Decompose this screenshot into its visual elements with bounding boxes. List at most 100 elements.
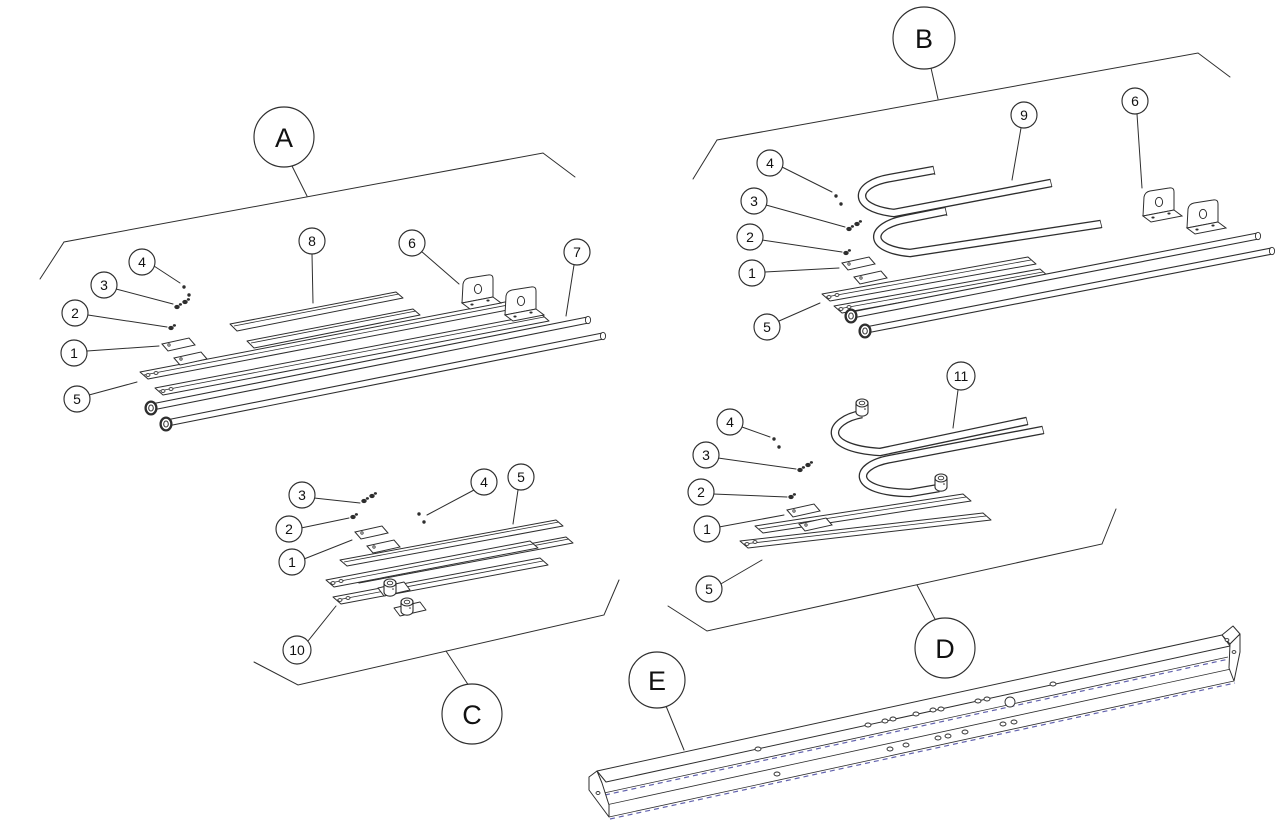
leader-d1 — [718, 514, 785, 528]
leader-a2 — [87, 314, 168, 328]
hook-connector-cap — [934, 473, 948, 492]
callout-c-3[interactable]: 3 — [288, 481, 316, 509]
svg-text:11: 11 — [954, 368, 969, 384]
callout-a-2[interactable]: 2 — [61, 299, 89, 327]
callout-d-1[interactable]: 1 — [693, 515, 721, 543]
leader-d5 — [718, 559, 763, 586]
leader-b2 — [761, 239, 843, 253]
section-c-letter: C — [462, 700, 482, 730]
section-c-leader — [445, 650, 470, 687]
leader-c2 — [300, 517, 350, 529]
tube-end-cap — [159, 416, 173, 432]
callout-b-3[interactable]: 3 — [740, 187, 768, 215]
tubes-7 — [144, 315, 607, 432]
leader-b4 — [781, 166, 833, 193]
section-a-boundary — [39, 152, 576, 280]
callout-d-3[interactable]: 3 — [692, 441, 720, 469]
section-a-leader — [291, 165, 308, 197]
rail-holes-upper — [754, 681, 1057, 752]
leader-a8 — [311, 253, 314, 304]
callout-c-5[interactable]: 5 — [507, 463, 535, 491]
svg-text:7: 7 — [573, 244, 581, 260]
callout-b-6[interactable]: 6 — [1121, 87, 1149, 115]
svg-text:4: 4 — [766, 155, 774, 171]
pins-4 — [772, 437, 781, 449]
section-b-leader — [930, 67, 939, 100]
svg-text:3: 3 — [298, 487, 306, 503]
leader-c4 — [426, 489, 475, 516]
section-b: B — [692, 6, 1276, 341]
leader-a7 — [565, 264, 575, 317]
screw-2 — [843, 249, 851, 256]
svg-text:8: 8 — [308, 233, 316, 249]
leader-d4 — [741, 426, 771, 438]
plates-1 — [354, 525, 401, 554]
leader-a6 — [420, 250, 460, 285]
svg-text:5: 5 — [517, 469, 525, 485]
pins-4 — [182, 285, 191, 297]
section-d-boundary — [667, 508, 1117, 632]
callout-a-4[interactable]: 4 — [128, 248, 156, 276]
section-b-boundary — [692, 52, 1231, 180]
tubes — [844, 231, 1276, 339]
section-label-d[interactable]: D — [914, 617, 976, 679]
svg-text:3: 3 — [100, 277, 108, 293]
leader-a5 — [88, 381, 138, 396]
callout-d-11[interactable]: 11 — [946, 361, 976, 391]
screw-2 — [168, 324, 176, 331]
screws-3 — [797, 461, 813, 472]
pins-4 — [834, 194, 843, 206]
section-c-boundary — [253, 579, 620, 686]
callout-b-1[interactable]: 1 — [738, 259, 766, 287]
leader-c5 — [512, 489, 519, 525]
callout-a-7[interactable]: 7 — [563, 238, 591, 266]
section-label-a[interactable]: A — [253, 106, 315, 168]
screw-2 — [350, 513, 358, 520]
svg-text:4: 4 — [480, 474, 488, 490]
leader-a1 — [86, 345, 160, 352]
callout-b-4[interactable]: 4 — [756, 149, 784, 177]
section-e-leader — [665, 705, 685, 751]
callout-c-10[interactable]: 10 — [282, 635, 312, 665]
svg-text:2: 2 — [285, 521, 293, 537]
section-label-e[interactable]: E — [628, 651, 686, 709]
svg-text:2: 2 — [697, 484, 705, 500]
callout-b-9[interactable]: 9 — [1010, 101, 1038, 129]
callout-b-2[interactable]: 2 — [736, 223, 764, 251]
section-d-letter: D — [935, 634, 955, 664]
section-b-letter: B — [915, 24, 933, 54]
svg-text:3: 3 — [702, 447, 710, 463]
section-label-b-highlighted[interactable]: B — [892, 6, 956, 70]
callout-c-1[interactable]: 1 — [278, 548, 306, 576]
leader-a4 — [153, 265, 181, 284]
callout-a-3[interactable]: 3 — [90, 271, 118, 299]
callout-a-6[interactable]: 6 — [398, 229, 426, 257]
callout-b-5[interactable]: 5 — [753, 313, 781, 341]
plates-1 — [161, 337, 208, 366]
svg-text:4: 4 — [726, 414, 734, 430]
callout-d-5[interactable]: 5 — [695, 575, 723, 603]
leader-d2 — [712, 493, 788, 498]
screws-3 — [174, 298, 190, 309]
leader-b3 — [765, 204, 846, 228]
channel-rail — [588, 625, 1241, 820]
callout-d-4[interactable]: 4 — [716, 408, 744, 436]
screws-3 — [361, 492, 377, 503]
svg-text:1: 1 — [703, 521, 711, 537]
callout-a-5[interactable]: 5 — [63, 385, 91, 413]
hook-connector-cap — [855, 398, 869, 417]
leader-d3 — [717, 457, 797, 470]
callout-a-1[interactable]: 1 — [60, 339, 88, 367]
section-label-c[interactable]: C — [441, 683, 503, 745]
svg-text:1: 1 — [748, 265, 756, 281]
callout-c-4[interactable]: 4 — [470, 468, 498, 496]
leader-c1 — [303, 539, 353, 560]
callout-a-8[interactable]: 8 — [298, 227, 326, 255]
leader-d11 — [952, 389, 959, 429]
callout-c-2[interactable]: 2 — [275, 515, 303, 543]
s-hook-tubes-11 — [830, 398, 1045, 498]
hidden-edge — [609, 682, 1236, 820]
j-hook-tubes-9 — [857, 165, 1103, 258]
svg-text:5: 5 — [763, 319, 771, 335]
callout-d-2[interactable]: 2 — [687, 478, 715, 506]
